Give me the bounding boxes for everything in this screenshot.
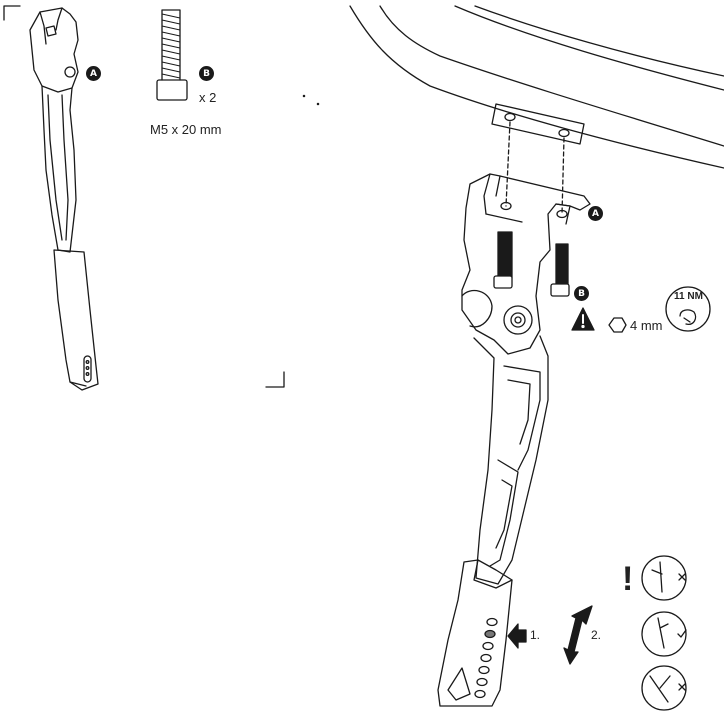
angle-correct-icon xyxy=(641,611,687,657)
adjustment-holes xyxy=(474,617,498,699)
screw-part-b xyxy=(156,9,188,101)
push-arrow-icon xyxy=(507,623,527,649)
part-a-badge: A xyxy=(86,66,101,81)
warning-triangle-icon xyxy=(571,307,595,331)
angle-wrong-icon-2 xyxy=(641,665,687,711)
kickstand-install xyxy=(437,173,591,707)
angle-wrong-icon-1 xyxy=(641,555,687,601)
hex-key-icon xyxy=(608,317,627,333)
step-1-label: 1. xyxy=(530,628,541,642)
adjust-arrow-icon xyxy=(563,605,593,665)
crop-mark-bottom-right xyxy=(265,371,285,388)
screw-quantity: x 2 xyxy=(199,90,217,105)
bolt-left xyxy=(493,231,513,289)
part-b-badge: B xyxy=(199,66,214,81)
bolt-right xyxy=(550,243,570,297)
torque-wrench-icon xyxy=(665,286,711,332)
step-2-label: 2. xyxy=(591,628,602,642)
alignment-guides xyxy=(505,121,565,215)
warning-exclamation: ! xyxy=(622,560,634,598)
bike-frame xyxy=(349,5,724,169)
crop-mark-top-left xyxy=(3,5,21,21)
install-b-badge: B xyxy=(574,286,589,301)
torque-value: 11 NM xyxy=(674,291,703,302)
install-a-badge: A xyxy=(588,206,603,221)
kickstand-overview xyxy=(29,7,99,391)
hex-key-size: 4 mm xyxy=(630,318,663,333)
screw-size: M5 x 20 mm xyxy=(150,122,222,137)
